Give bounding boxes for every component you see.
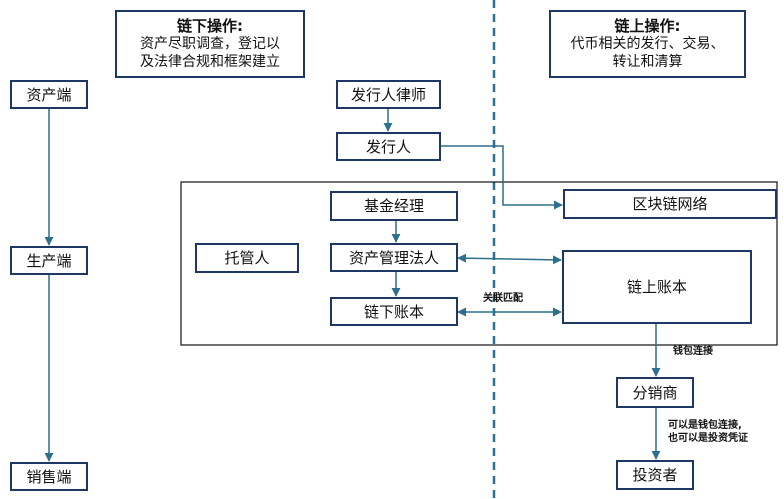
node-issuer: 发行人 xyxy=(336,132,441,161)
node-custodian: 托管人 xyxy=(195,243,299,273)
node-issuer-lawyer: 发行人律师 xyxy=(336,80,441,109)
offchain-operations-note: 链下操作: 资产尽职调查，登记以 及法律合规和框架建立 xyxy=(115,10,305,78)
onchain-note-title: 链上操作: xyxy=(614,17,681,35)
offchain-note-title: 链下操作: xyxy=(177,17,243,35)
custody-frame xyxy=(180,181,778,346)
offchain-note-line2: 及法律合规和框架建立 xyxy=(140,54,280,70)
onchain-operations-note: 链上操作: 代币相关的发行、交易、 转让和清算 xyxy=(549,10,746,78)
node-onchain-ledger: 链上账本 xyxy=(562,250,752,324)
label-match: 关联匹配 xyxy=(483,293,523,304)
node-fund-manager: 基金经理 xyxy=(330,191,458,221)
arrow-entity-onchain xyxy=(457,253,562,265)
node-asset-legal-entity: 资产管理法人 xyxy=(330,243,458,272)
offchain-note-line1: 资产尽职调查，登记以 xyxy=(140,36,280,52)
label-wallet-or-cert-line2: 也可以是投资凭证 xyxy=(668,433,748,444)
label-wallet-or-cert-line1: 可以是钱包连接, xyxy=(668,420,742,431)
node-investor: 投资者 xyxy=(616,460,694,490)
node-asset-end: 资产端 xyxy=(10,80,88,109)
node-blockchain-network: 区块链网络 xyxy=(563,189,777,219)
node-sales-end: 销售端 xyxy=(10,462,88,491)
node-offchain-ledger: 链下账本 xyxy=(330,297,458,326)
onchain-note-line2: 转让和清算 xyxy=(612,54,683,70)
onchain-note-line1: 代币相关的发行、交易、 xyxy=(570,36,725,52)
label-wallet-connect: 钱包连接 xyxy=(673,346,713,357)
node-distributor: 分销商 xyxy=(616,377,694,408)
arrow-issuer-to-blockchain xyxy=(441,145,563,210)
node-production-end: 生产端 xyxy=(10,246,88,275)
